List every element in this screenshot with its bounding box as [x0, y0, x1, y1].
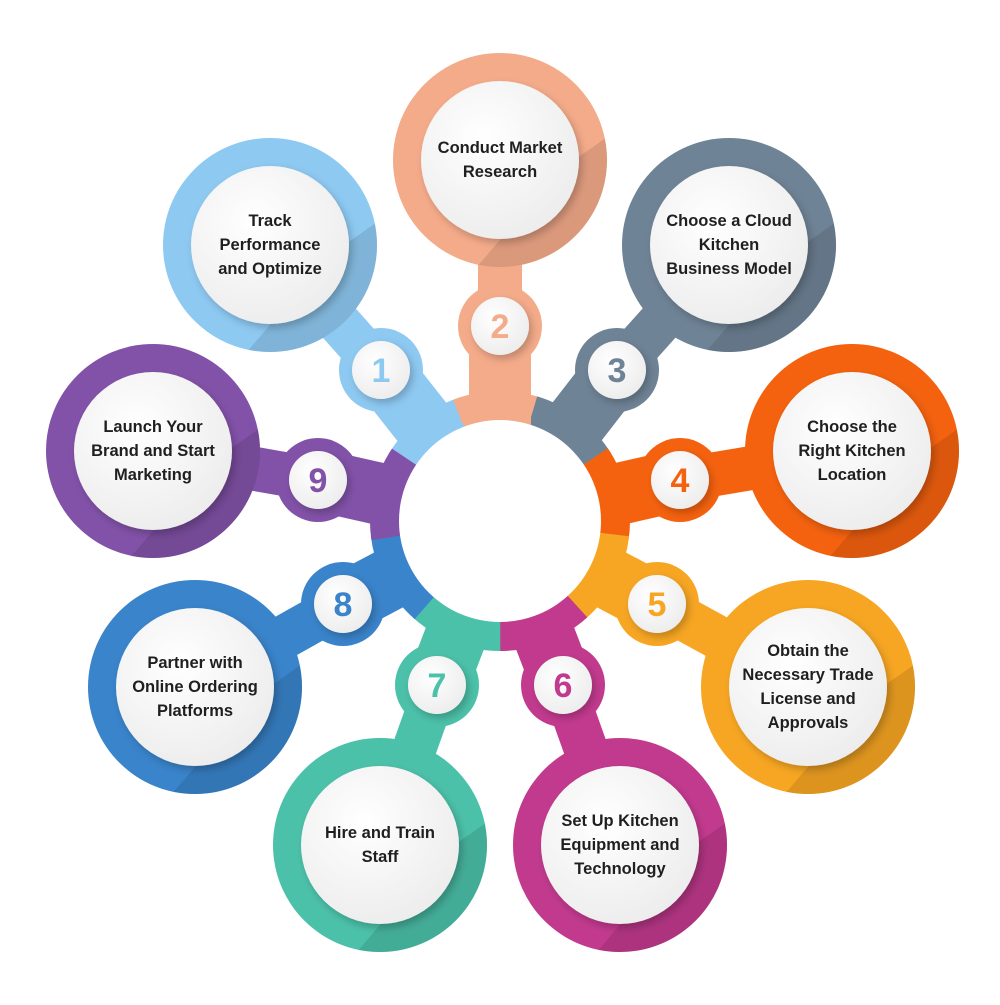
step-badge-4 [651, 451, 709, 509]
petal-inner-5 [729, 608, 887, 766]
step-badge-3 [588, 341, 646, 399]
step-badge-1 [352, 341, 410, 399]
petal-inner-1 [191, 166, 349, 324]
step-number-1: 1 [372, 352, 391, 390]
petal-inner-4 [773, 372, 931, 530]
center-hub [399, 420, 601, 622]
step-number-9: 9 [309, 462, 328, 500]
step-number-3: 3 [608, 352, 627, 390]
center-layer [399, 420, 601, 622]
petal-inner-6 [541, 766, 699, 924]
step-number-8: 8 [334, 586, 353, 624]
step-badge-6 [534, 656, 592, 714]
step-number-6: 6 [554, 667, 573, 705]
step-badge-8 [314, 575, 372, 633]
petal-inner-2 [421, 81, 579, 239]
step-badge-9 [289, 451, 347, 509]
step-badge-2 [471, 297, 529, 355]
petal-inner-9 [74, 372, 232, 530]
step-number-2: 2 [491, 308, 510, 346]
petal-inner-8 [116, 608, 274, 766]
step-number-4: 4 [671, 462, 690, 500]
petal-layer [46, 53, 960, 953]
step-number-5: 5 [648, 586, 667, 624]
petal-inner-7 [301, 766, 459, 924]
step-badge-5 [628, 575, 686, 633]
step-badge-7 [408, 656, 466, 714]
step-number-7: 7 [428, 667, 447, 705]
badge-layer: 1 2 3 4 5 6 7 8 9 [289, 297, 709, 714]
petal-inner-3 [650, 166, 808, 324]
